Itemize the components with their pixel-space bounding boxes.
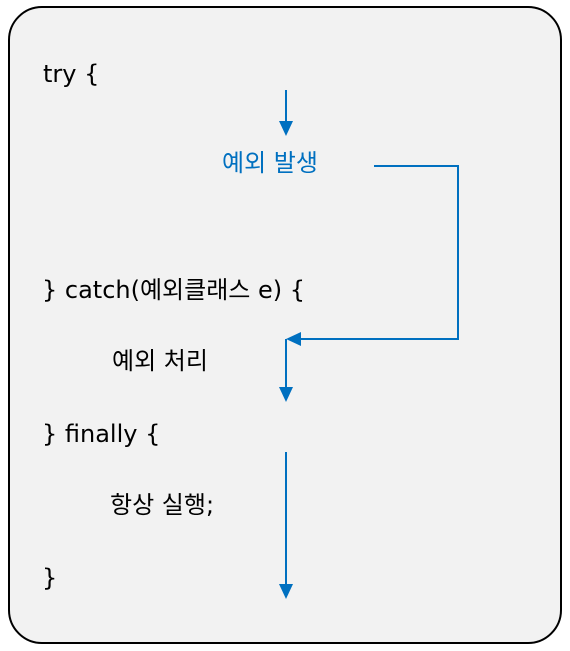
arrowhead-down-2 <box>279 387 293 402</box>
try-block-label: try { <box>43 60 100 88</box>
finally-block-label: } finally { <box>42 420 161 448</box>
arrowhead-down-3 <box>279 584 293 599</box>
arrowhead-down-1 <box>279 121 293 136</box>
arrow-exception-to-catch <box>300 165 459 340</box>
catch-block-label: } catch(예외클래스 e) { <box>42 276 306 304</box>
handle-exception-label: 예외 처리 <box>112 347 208 375</box>
exception-occurs-label: 예외 발생 <box>222 149 318 177</box>
close-brace-label: } <box>42 564 58 592</box>
arrowhead-left <box>286 332 301 346</box>
always-execute-label: 항상 실행; <box>110 491 215 519</box>
